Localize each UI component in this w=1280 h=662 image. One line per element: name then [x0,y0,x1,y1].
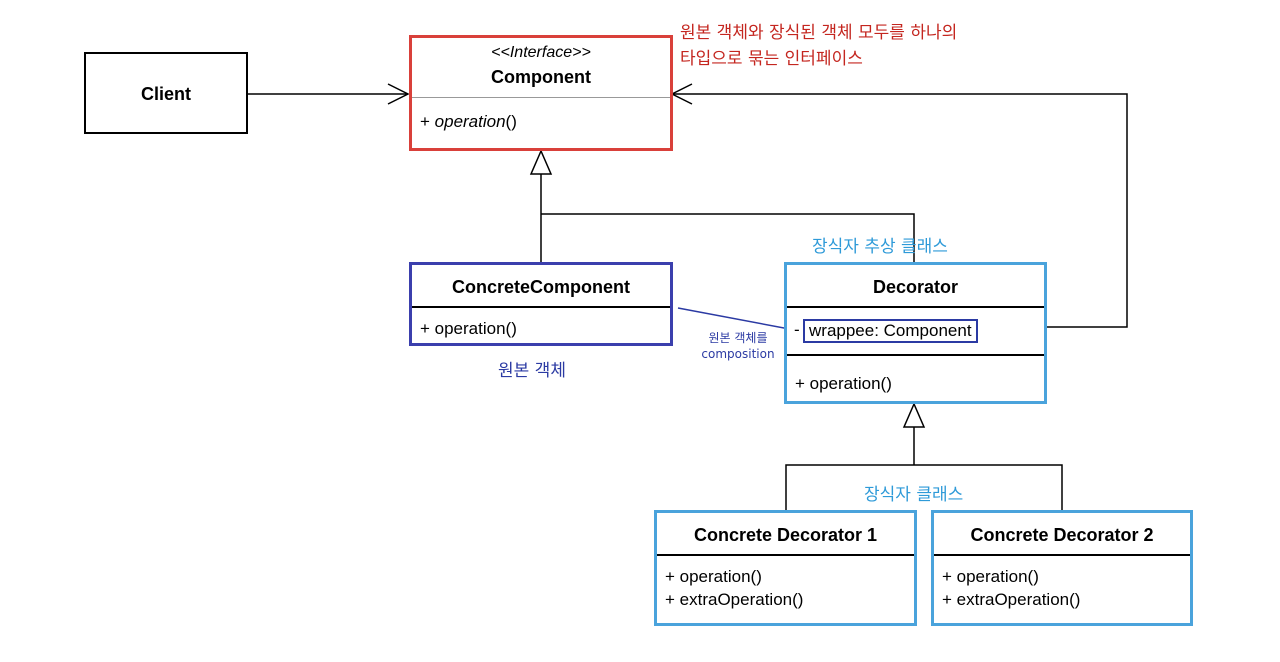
concrete-decorator-1-box: Concrete Decorator 1 + operation() + ext… [654,510,917,626]
component-interface-box: <<Interface>> Component + operation() [409,35,673,151]
component-title: Component [491,67,591,87]
client-to-component-arrowhead [387,83,410,105]
interface-note-line2: 타입으로 묶는 인터페이스 [680,49,863,69]
decorator-field: wrappee: Component [803,319,978,343]
inherit-concrete-decorators-line [785,464,1063,510]
composition-note-line2: composition [701,347,775,361]
decorator-caption: 장식자 추상 클래스 [812,237,948,257]
concrete-decorator-2-method-2: + extraOperation() [942,590,1081,609]
concrete-component-divider [412,306,670,308]
concrete-component-method: + operation() [420,319,517,338]
decorator-inherit-triangle [902,402,926,428]
concrete-component-caption: 원본 객체 [498,361,566,381]
concrete-decorator-1-divider [657,554,914,556]
concrete-component-box: ConcreteComponent + operation() [409,262,673,346]
interface-note-line1: 원본 객체와 장식된 객체 모두를 하나의 [680,23,958,43]
composition-note-line1: 원본 객체를 [708,331,768,345]
client-title: Client [140,84,191,104]
decorator-field-prefix: - [794,320,800,339]
decorator-method: + operation() [795,374,892,393]
concrete-component-title: ConcreteComponent [451,277,630,297]
component-method: + operation() [420,112,517,131]
concrete-decorator-2-method-1: + operation() [942,567,1039,586]
decorator-box: Decorator - wrappee: Component + operati… [784,262,1047,404]
composition-line [677,307,801,332]
component-stereotype: <<Interface>> [491,44,591,61]
interface-note: 원본 객체와 장식된 객체 모두를 하나의 타입으로 묶는 인터페이스 [680,20,957,72]
concrete-decorator-2-box: Concrete Decorator 2 + operation() + ext… [931,510,1193,626]
decorator-divider-1 [787,306,1044,308]
decorator-to-component-line [672,93,1128,328]
decorator-divider-2 [787,354,1044,356]
concrete-decorator-1-method-2: + extraOperation() [665,590,804,609]
concrete-decorator-2-divider [934,554,1190,556]
composition-note: 원본 객체를 composition [690,330,786,362]
concrete-decorator-1-title: Concrete Decorator 1 [693,525,878,545]
decorator-title: Decorator [872,277,959,297]
component-inherit-triangle [529,149,553,175]
concrete-decorator-2-title: Concrete Decorator 2 [970,525,1154,545]
inherit-decorator-line [541,213,915,262]
component-divider [412,97,670,98]
client-box: Client [84,52,248,134]
concrete-decorator-1-method-1: + operation() [665,567,762,586]
decorator-classes-caption: 장식자 클래스 [864,485,964,505]
